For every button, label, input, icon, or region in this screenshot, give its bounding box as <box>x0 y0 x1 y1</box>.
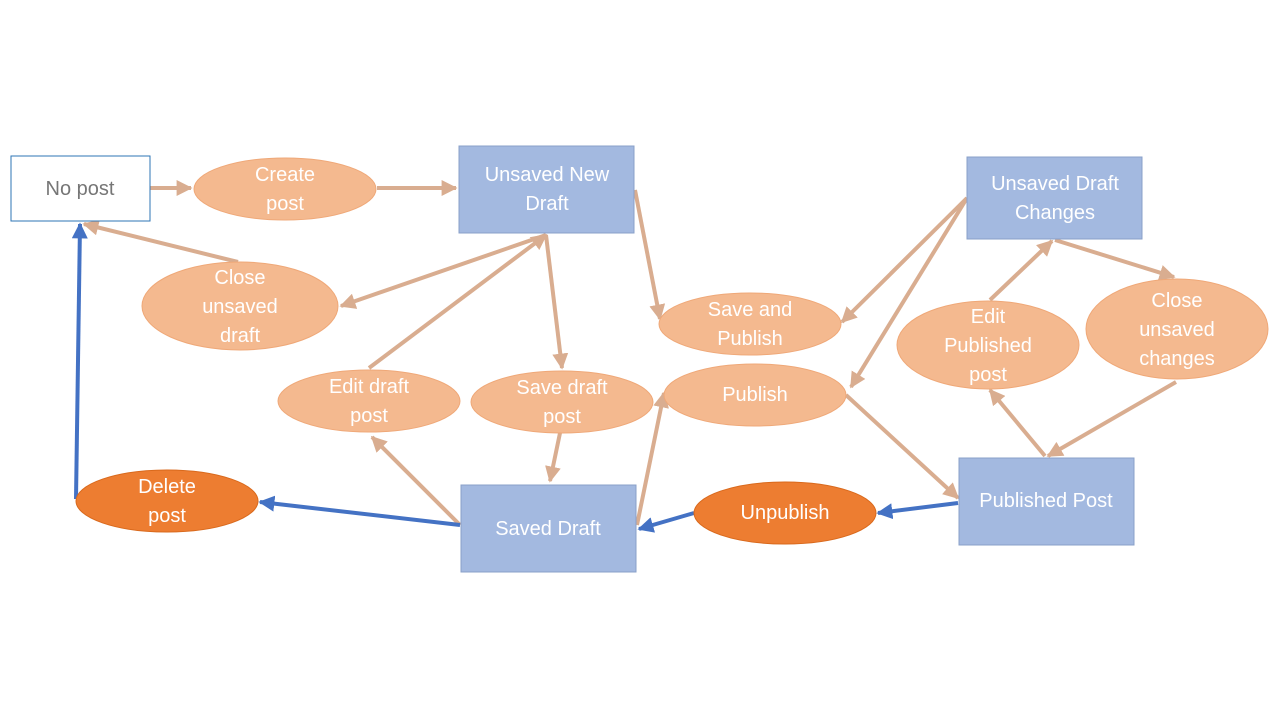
action-publish-label: Publish <box>722 384 788 406</box>
arrow-edit-published-to-unsaved-changes <box>988 239 1054 302</box>
arrow-save-draft-to-saved-draft <box>545 432 562 483</box>
action-edit-published-post: Edit Published post <box>896 300 1080 390</box>
action-edit-published-post-label-line2: Published <box>944 335 1032 357</box>
blue-transition-arrows <box>71 222 959 533</box>
action-save-draft-post-label-line2: post <box>543 406 581 428</box>
arrow-close-unsaved-draft-to-nopost <box>82 219 239 264</box>
transition-arrows <box>82 180 1178 527</box>
state-unsaved-new-draft: Unsaved New Draft <box>458 145 635 234</box>
state-unsaved-draft-changes-label-line2: Changes <box>1015 202 1095 224</box>
arrow-publish-to-published-post <box>844 393 960 500</box>
arrow-unsaved-new-draft-to-close-unsaved-draft <box>339 233 547 309</box>
action-close-unsaved-changes-label-line2: unsaved <box>1139 319 1215 341</box>
action-edit-published-post-label-line1: Edit <box>971 306 1006 328</box>
action-edit-draft-post: Edit draft post <box>277 369 461 433</box>
action-create-post-label-line2: post <box>266 193 304 215</box>
arrow-unsaved-new-draft-to-save-draft <box>544 234 569 370</box>
arrow-saved-draft-to-edit-draft <box>370 435 462 527</box>
action-edit-draft-post-label-line1: Edit draft <box>329 376 409 398</box>
state-unsaved-draft-changes-label-line1: Unsaved Draft <box>991 173 1119 195</box>
action-close-unsaved-draft-label-line1: Close <box>214 267 265 289</box>
action-close-unsaved-changes: Close unsaved changes <box>1085 278 1269 380</box>
arrow-unpublish-to-saved-draft <box>637 511 695 533</box>
action-save-draft-post-label-line1: Save draft <box>516 377 608 399</box>
action-save-and-publish: Save and Publish <box>658 292 842 356</box>
state-saved-draft-label: Saved Draft <box>495 518 601 540</box>
action-save-draft-post: Save draft post <box>470 370 654 434</box>
action-edit-published-post-label-line3: post <box>969 364 1007 386</box>
arrow-published-post-to-unpublish <box>876 501 959 520</box>
arrow-unsaved-new-draft-to-save-and-publish <box>633 189 666 321</box>
action-close-unsaved-draft: Close unsaved draft <box>141 261 339 351</box>
state-unsaved-draft-changes: Unsaved Draft Changes <box>966 156 1143 240</box>
arrow-saved-draft-to-delete-post <box>258 495 461 527</box>
state-no-post-label: No post <box>46 178 115 200</box>
action-delete-post: Delete post <box>75 469 259 533</box>
action-save-and-publish-label-line2: Publish <box>717 328 783 350</box>
state-published-post-label: Published Post <box>979 490 1113 512</box>
arrow-unsaved-changes-to-close-unsaved-changes <box>1054 238 1176 281</box>
action-close-unsaved-draft-label-line3: draft <box>220 325 260 347</box>
action-save-and-publish-label-line1: Save and <box>708 299 793 321</box>
state-no-post: No post <box>10 155 151 222</box>
state-unsaved-new-draft-label-line1: Unsaved New <box>485 164 610 186</box>
action-delete-post-label-line2: post <box>148 505 186 527</box>
action-unpublish-label: Unpublish <box>741 502 830 524</box>
arrow-unsaved-changes-to-save-and-publish <box>840 196 969 324</box>
action-close-unsaved-changes-label-line3: changes <box>1139 348 1215 370</box>
arrow-published-post-to-edit-published <box>988 388 1047 458</box>
state-saved-draft: Saved Draft <box>460 484 637 573</box>
arrow-unsaved-changes-to-publish <box>849 196 969 389</box>
arrow-saved-draft-to-publish <box>635 391 669 526</box>
action-create-post-label-line1: Create <box>255 164 315 186</box>
action-close-unsaved-changes-label-line1: Close <box>1151 290 1202 312</box>
action-close-unsaved-draft-label-line2: unsaved <box>202 296 278 318</box>
action-delete-post-label-line1: Delete <box>138 476 196 498</box>
arrow-close-unsaved-changes-to-published-post <box>1046 380 1178 458</box>
arrow-delete-post-to-nopost <box>71 222 88 500</box>
action-publish: Publish <box>663 363 847 427</box>
action-edit-draft-post-label-line2: post <box>350 405 388 427</box>
action-create-post: Create post <box>193 157 377 221</box>
state-unsaved-new-draft-label-line2: Draft <box>525 193 569 215</box>
action-unpublish: Unpublish <box>693 481 877 545</box>
state-published-post: Published Post <box>958 457 1135 546</box>
arrow-edit-draft-to-unsaved-new-draft <box>367 233 548 370</box>
